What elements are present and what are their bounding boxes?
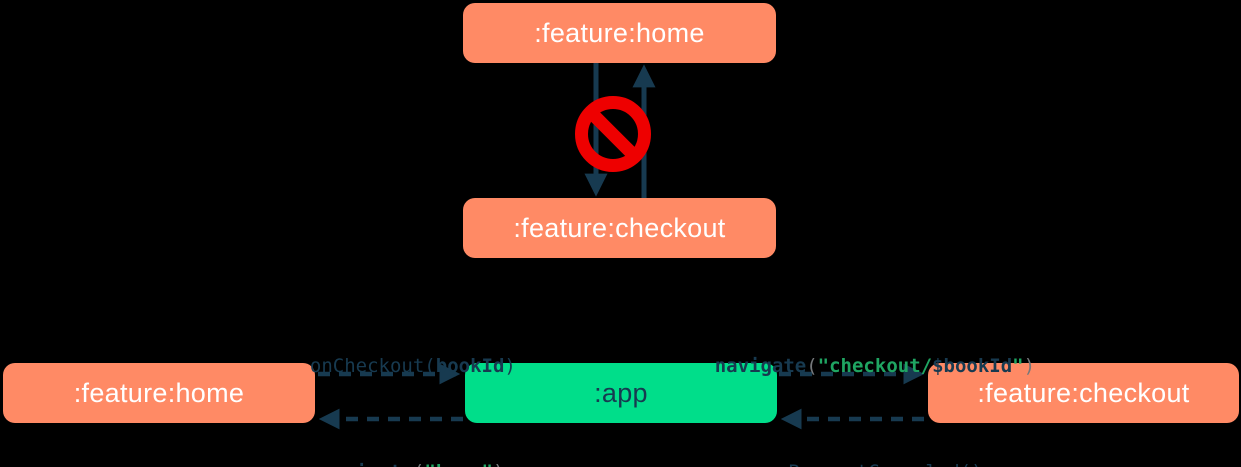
node-app: :app	[465, 363, 777, 423]
label-navigate-checkout: navigate("checkout/$bookId")	[669, 330, 1035, 402]
no-entry-icon	[575, 96, 651, 172]
code-segment: (	[413, 461, 424, 467]
node-feature-home-top: :feature:home	[463, 3, 776, 63]
code-segment: onPaymentCanceled()	[765, 461, 982, 467]
label-onpaymentcanceled: onPaymentCanceled()	[719, 436, 982, 467]
code-segment: "checkout/	[817, 355, 933, 377]
label-oncheckout: onCheckout(bookId)	[264, 330, 516, 402]
code-segment: "home"	[424, 461, 493, 467]
code-segment: )	[493, 461, 504, 467]
code-segment: (	[806, 355, 818, 377]
code-segment: navigate	[321, 461, 413, 467]
node-feature-home-bottom: :feature:home	[3, 363, 315, 423]
node-feature-checkout-top: :feature:checkout	[463, 198, 776, 258]
code-segment: navigate	[714, 355, 807, 377]
code-segment: )	[504, 355, 516, 377]
code-segment: )	[1023, 355, 1036, 377]
label-navigate-home: navigate("home")	[276, 436, 504, 467]
node-feature-checkout-bottom: :feature:checkout	[928, 363, 1239, 423]
code-segment: $bookId	[932, 355, 1013, 377]
code-segment: "	[1012, 355, 1024, 377]
code-segment: onCheckout(	[309, 355, 436, 377]
code-segment: bookId	[435, 355, 505, 377]
